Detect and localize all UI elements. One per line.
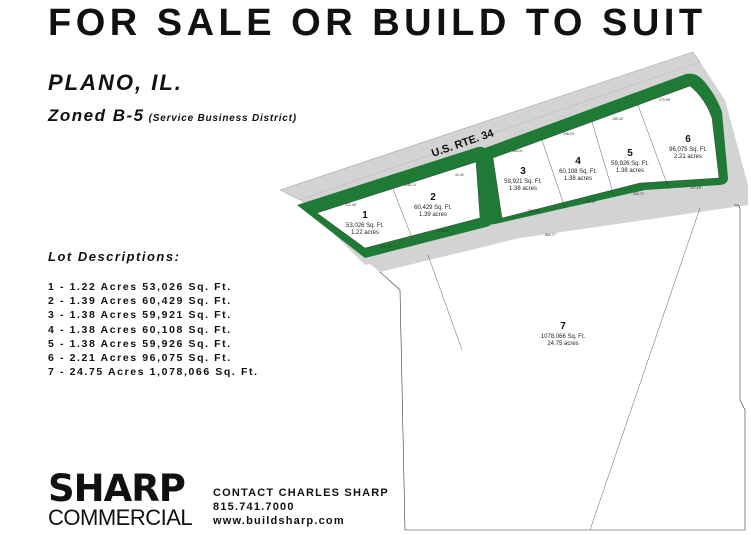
lot-description: 4 - 1.38 Acres 60,108 Sq. Ft. [48,323,232,336]
svg-text:2.21 acres: 2.21 acres [674,154,702,160]
lot-7-label: 7 1078,066 Sq. Ft.24.75 acres [541,321,586,347]
svg-text:1.38 acres: 1.38 acres [564,176,592,182]
lot-4-label: 4 60,108 Sq. Ft.1.38 acres [559,156,597,182]
dimension-labels: 212.39' 248.74' 42.40' 278.44' 100.72' 8… [345,98,702,249]
lot-line [591,121,615,197]
frontage-road [365,185,748,272]
svg-text:7: 7 [560,321,566,332]
svg-text:270.99': 270.99' [659,98,671,102]
contact-website[interactable]: www.buildsharp.com [213,515,345,527]
svg-text:59,926 Sq. Ft.: 59,926 Sq. Ft. [611,161,649,167]
svg-text:1: 1 [362,210,368,221]
city: PLANO, IL. [48,70,183,95]
svg-text:212.39': 212.39' [345,203,357,207]
svg-text:198.03': 198.03' [563,132,575,136]
logo-commercial: COMMERCIAL [48,505,193,530]
sharp-commercial-logo: SHARP COMMERCIAL [48,467,193,530]
lot-3-label: 3 59,921 Sq. Ft.1.38 acres [504,166,542,192]
logo-sharp: SHARP [48,467,186,510]
contact-phone: 815.741.7000 [213,501,295,513]
lot-line [392,188,413,239]
lot-1-label: 1 53,026 Sq. Ft.1.22 acres [346,210,384,236]
svg-text:42.40': 42.40' [455,173,465,177]
lot-description: 7 - 24.75 Acres 1,078,066 Sq. Ft. [48,366,259,379]
svg-text:60,429 Sq. Ft.: 60,429 Sq. Ft. [414,205,452,211]
lot-6-label: 6 96,075 Sq. Ft.2.21 acres [669,134,707,160]
lot-description: 5 - 1.38 Acres 59,926 Sq. Ft. [48,337,232,350]
svg-text:96,075 Sq. Ft.: 96,075 Sq. Ft. [669,147,707,153]
svg-text:864.77': 864.77' [545,233,557,237]
svg-text:3: 3 [520,166,526,177]
svg-text:226.09': 226.09' [528,209,540,213]
svg-text:59,921 Sq. Ft.: 59,921 Sq. Ft. [504,179,542,185]
lot-5-label: 5 59,926 Sq. Ft.1.38 acres [611,148,649,174]
lot-2-label: 2 60,429 Sq. Ft.1.39 acres [414,192,452,218]
svg-text:1.22 acres: 1.22 acres [351,230,379,236]
lot-descriptions-heading: Lot Descriptions: [48,249,181,264]
svg-text:150.34': 150.34' [612,117,624,121]
svg-text:247.15': 247.15' [690,186,702,190]
lot-line [427,254,463,351]
zoning-note: (Service Business District) [148,113,297,124]
svg-text:201.37': 201.37' [585,200,597,204]
svg-text:1078,066 Sq. Ft.: 1078,066 Sq. Ft. [541,334,586,340]
lot-line [589,207,701,531]
svg-text:2: 2 [430,192,436,203]
lot-block-right [492,85,720,219]
zoning: Zoned B-5(Service Business District) [48,106,297,126]
lot-line [637,104,670,190]
lot-7-boundary [379,204,746,531]
svg-text:278.44': 278.44' [437,229,449,233]
svg-text:100.72': 100.72' [380,245,392,249]
svg-text:1.39 acres: 1.39 acres [419,212,447,218]
svg-text:150.72': 150.72' [633,192,645,196]
lot-description: 6 - 2.21 Acres 96,075 Sq. Ft. [48,352,232,365]
lot-description: 3 - 1.38 Acres 59,921 Sq. Ft. [48,309,232,322]
svg-text:60,108 Sq. Ft.: 60,108 Sq. Ft. [559,169,597,175]
svg-text:1.38 acres: 1.38 acres [509,186,537,192]
contact-name: CONTACT CHARLES SHARP [213,487,389,499]
svg-text:6: 6 [685,134,691,145]
page-title: FOR SALE OR BUILD TO SUIT [48,2,707,44]
svg-text:53,026 Sq. Ft.: 53,026 Sq. Ft. [346,223,384,229]
contact-info: CONTACT CHARLES SHARP 815.741.7000 www.b… [213,486,389,528]
svg-text:248.74': 248.74' [405,183,417,187]
lot-block-left [316,161,481,249]
lot-description: 1 - 1.22 Acres 53,026 Sq. Ft. [48,281,232,293]
zoning-label: Zoned B-5 [48,106,145,125]
svg-text:1.38 acres: 1.38 acres [616,168,644,174]
lot-descriptions-list: 1 - 1.22 Acres 53,026 Sq. Ft. 2 - 1.39 A… [48,280,259,379]
svg-text:24.75 acres: 24.75 acres [547,341,578,347]
svg-text:5: 5 [627,148,633,159]
lot-line [541,139,566,209]
svg-text:4: 4 [575,156,581,167]
lot-description: 2 - 1.39 Acres 60,429 Sq. Ft. [48,295,232,308]
svg-text:184.01': 184.01' [512,149,524,153]
